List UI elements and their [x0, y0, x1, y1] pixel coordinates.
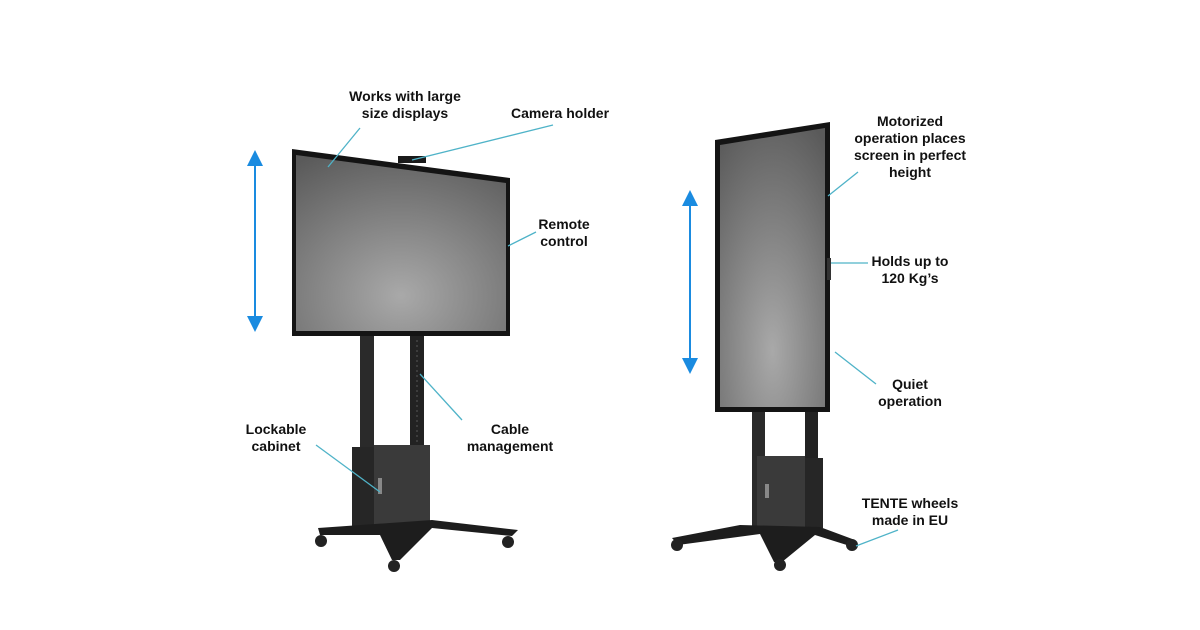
wheel	[388, 560, 400, 572]
cabinet-door	[374, 445, 430, 529]
cabinet-side	[352, 447, 376, 529]
cabinet-lock	[378, 478, 382, 494]
base	[672, 525, 855, 562]
label-camera-holder: Camera holder	[510, 105, 610, 121]
label-cable-management: Cable management	[466, 421, 554, 454]
callout-lines	[315, 124, 899, 547]
landscape-stand	[292, 149, 518, 572]
label-holds-up-to: Holds up to 120 Kg’s	[871, 253, 949, 286]
label-quiet-operation: Quiet operation	[878, 376, 942, 409]
portrait-stand	[671, 122, 858, 571]
display-screen	[296, 155, 506, 331]
wheel	[671, 539, 683, 551]
cabinet-lock	[765, 484, 769, 498]
label-tente-wheels: TENTE wheels made in EU	[861, 495, 959, 528]
wheel	[774, 559, 786, 571]
label-motorized: Motorized operation places screen in per…	[853, 113, 967, 180]
label-remote-control: Remote control	[538, 216, 590, 249]
wheel	[502, 536, 514, 548]
wheel	[315, 535, 327, 547]
label-works-large: Works with large size displays	[349, 88, 461, 121]
wheel	[846, 539, 858, 551]
base	[318, 520, 518, 560]
display-screen	[720, 128, 825, 407]
display-handle	[827, 258, 831, 280]
cabinet-side	[805, 458, 823, 528]
label-lockable-cabinet: Lockable cabinet	[245, 421, 307, 454]
cabinet-door	[757, 456, 805, 528]
